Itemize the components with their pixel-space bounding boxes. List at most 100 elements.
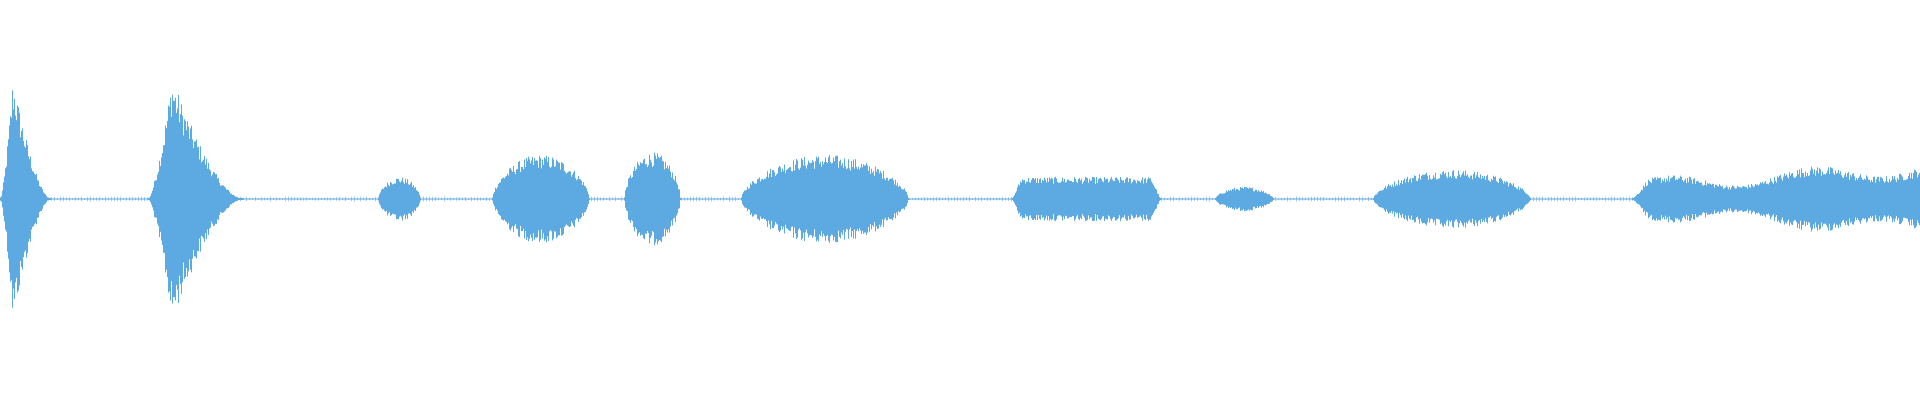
waveform-bar <box>234 195 235 203</box>
waveform-bar <box>1772 182 1773 216</box>
waveform-noise-bar <box>279 197 280 201</box>
waveform-bar <box>1097 183 1098 215</box>
waveform-bar <box>512 171 513 227</box>
waveform-bar <box>561 162 562 236</box>
waveform-noise-bar <box>981 197 982 201</box>
waveform-noise-bar <box>1611 196 1612 202</box>
waveform-bar <box>1869 179 1870 219</box>
waveform-bar <box>228 190 229 209</box>
waveform-bar <box>823 164 824 234</box>
waveform-bar <box>1437 179 1438 219</box>
waveform-bar <box>1756 184 1757 214</box>
waveform-noise-bar <box>1005 197 1006 201</box>
waveform-noise-bar <box>912 198 913 201</box>
waveform-bar <box>1838 169 1839 229</box>
waveform-bar <box>513 165 514 233</box>
waveform-bar <box>521 166 522 232</box>
waveform-bar <box>235 196 236 202</box>
waveform-bar <box>1127 177 1128 221</box>
waveform-noise-bar <box>927 197 928 201</box>
waveform-bar <box>1240 187 1241 212</box>
waveform-bar <box>546 155 547 243</box>
waveform-bar <box>551 166 552 232</box>
waveform-bar <box>1122 180 1123 218</box>
waveform-bar <box>530 163 531 235</box>
waveform-bar <box>1146 183 1147 215</box>
waveform-bar <box>519 161 520 238</box>
waveform-bar <box>1454 176 1455 222</box>
waveform-bar <box>178 95 179 303</box>
waveform-bar <box>748 188 749 210</box>
waveform-bar <box>774 172 775 226</box>
waveform-bar <box>849 168 850 230</box>
waveform-noise-bar <box>1371 197 1372 201</box>
waveform-bar <box>12 90 13 308</box>
waveform-bar <box>493 193 494 205</box>
waveform-noise-bar <box>1170 196 1171 202</box>
waveform-noise-bar <box>81 196 82 202</box>
waveform-bar <box>658 156 659 242</box>
waveform-bar <box>1673 175 1674 223</box>
waveform-bar <box>406 182 407 216</box>
waveform-bar <box>1828 167 1829 231</box>
waveform-bar <box>1763 183 1764 215</box>
waveform-bar <box>1017 187 1018 211</box>
waveform-bar <box>6 166 7 232</box>
waveform-noise-bar <box>303 197 304 201</box>
waveform-bar <box>840 159 841 239</box>
waveform-noise-bar <box>372 198 373 201</box>
waveform-bar <box>787 169 788 229</box>
waveform-bar <box>1467 174 1468 224</box>
waveform-bar <box>1650 182 1651 216</box>
waveform-bar <box>817 158 818 240</box>
waveform-bar <box>809 162 810 236</box>
waveform-bar <box>22 128 23 270</box>
waveform-bar <box>1472 179 1473 219</box>
waveform-noise-bar <box>1563 196 1564 202</box>
waveform-bar <box>510 167 511 231</box>
waveform-bar <box>516 169 517 229</box>
waveform-bar <box>1039 179 1040 219</box>
waveform-bar <box>1516 188 1517 210</box>
waveform-bar <box>664 169 665 229</box>
waveform-bar <box>803 165 804 233</box>
waveform-bar <box>1491 178 1492 220</box>
waveform-noise-bar <box>1533 196 1534 202</box>
waveform-bar <box>1446 176 1447 222</box>
waveform-bar <box>1023 180 1024 218</box>
waveform-noise-bar <box>945 197 946 201</box>
waveform-noise-bar <box>270 196 271 202</box>
waveform-bar <box>651 162 652 236</box>
waveform-bar <box>1802 173 1803 225</box>
waveform-bar <box>27 145 28 254</box>
waveform-noise-bar <box>1182 197 1183 201</box>
waveform-bar <box>1785 175 1786 223</box>
waveform-noise-bar <box>315 197 316 201</box>
waveform-bar <box>1387 186 1388 212</box>
waveform-bar <box>194 141 195 257</box>
waveform-bar <box>565 172 566 226</box>
waveform-bar <box>751 184 752 214</box>
waveform-bar <box>1507 182 1508 217</box>
waveform-bar <box>811 162 812 236</box>
waveform-bar <box>1234 187 1235 211</box>
waveform-bar <box>1529 196 1530 202</box>
waveform-bar <box>575 178 576 220</box>
waveform-bar <box>198 146 199 252</box>
waveform-bar <box>1131 183 1132 215</box>
waveform-bar <box>1799 169 1800 229</box>
waveform-bar <box>176 113 177 285</box>
waveform-bar <box>1230 189 1231 209</box>
waveform-bar <box>1 196 2 202</box>
waveform-bar <box>1444 174 1445 224</box>
waveform-bar <box>1646 186 1647 212</box>
waveform-bar <box>404 183 405 215</box>
waveform-bar <box>1093 177 1094 221</box>
waveform-bar <box>1470 175 1471 223</box>
waveform-bar <box>650 159 651 239</box>
waveform-noise-bar <box>705 196 706 202</box>
waveform-bar <box>177 108 178 290</box>
waveform-noise-bar <box>360 196 361 202</box>
waveform-bar <box>1264 193 1265 205</box>
waveform-noise-bar <box>471 197 472 202</box>
